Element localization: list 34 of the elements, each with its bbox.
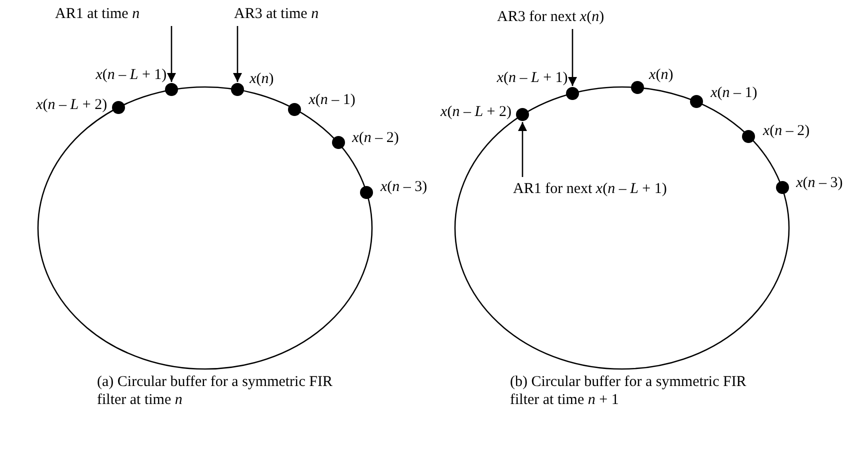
- sample-label: x(n – L + 2): [440, 102, 512, 121]
- sample-label: x(n – 2): [352, 128, 399, 147]
- sample-label: x(n – L + 2): [36, 96, 108, 114]
- buffer-dot: [566, 86, 580, 100]
- arrow: [518, 122, 528, 177]
- figure-caption: (a) Circular buffer for a symmetric FIR filter at time n: [97, 373, 334, 409]
- buffer-dot: [516, 108, 530, 122]
- sample-label: x(n – 1): [710, 84, 758, 102]
- sample-label: x(n – 2): [762, 122, 810, 140]
- buffer-dot: [165, 83, 178, 96]
- sample-label: x(n): [649, 66, 674, 84]
- buffer-dot: [112, 101, 125, 114]
- pointer-label: AR3 for next x(n): [497, 8, 604, 26]
- arrow: [568, 29, 578, 86]
- pointer-label: AR3 at time n: [234, 5, 319, 23]
- figure-caption: (b) Circular buffer for a symmetric FIR filter at time n + 1: [510, 373, 748, 409]
- sample-label: x(n – 3): [796, 174, 843, 192]
- sample-label: x(n – 1): [308, 91, 356, 110]
- arrow: [232, 26, 242, 82]
- sample-label: x(n – L + 1): [496, 69, 568, 88]
- sample-label: x(n – 3): [380, 178, 428, 196]
- arrow: [166, 26, 176, 82]
- buffer-dot: [360, 186, 373, 198]
- buffer-dot: [630, 81, 644, 94]
- pointer-label: AR1 for next x(n – L + 1): [513, 180, 667, 198]
- pointer-label: AR1 at time n: [55, 5, 140, 23]
- sample-label: x(n – L + 1): [96, 66, 167, 84]
- sample-label: x(n): [250, 70, 274, 88]
- buffer-dot: [332, 136, 345, 150]
- buffer-dot: [690, 95, 704, 108]
- buffer-dot: [776, 181, 789, 194]
- buffer-dot: [231, 83, 244, 96]
- buffer-dot: [742, 130, 756, 143]
- buffer-dot: [288, 102, 302, 116]
